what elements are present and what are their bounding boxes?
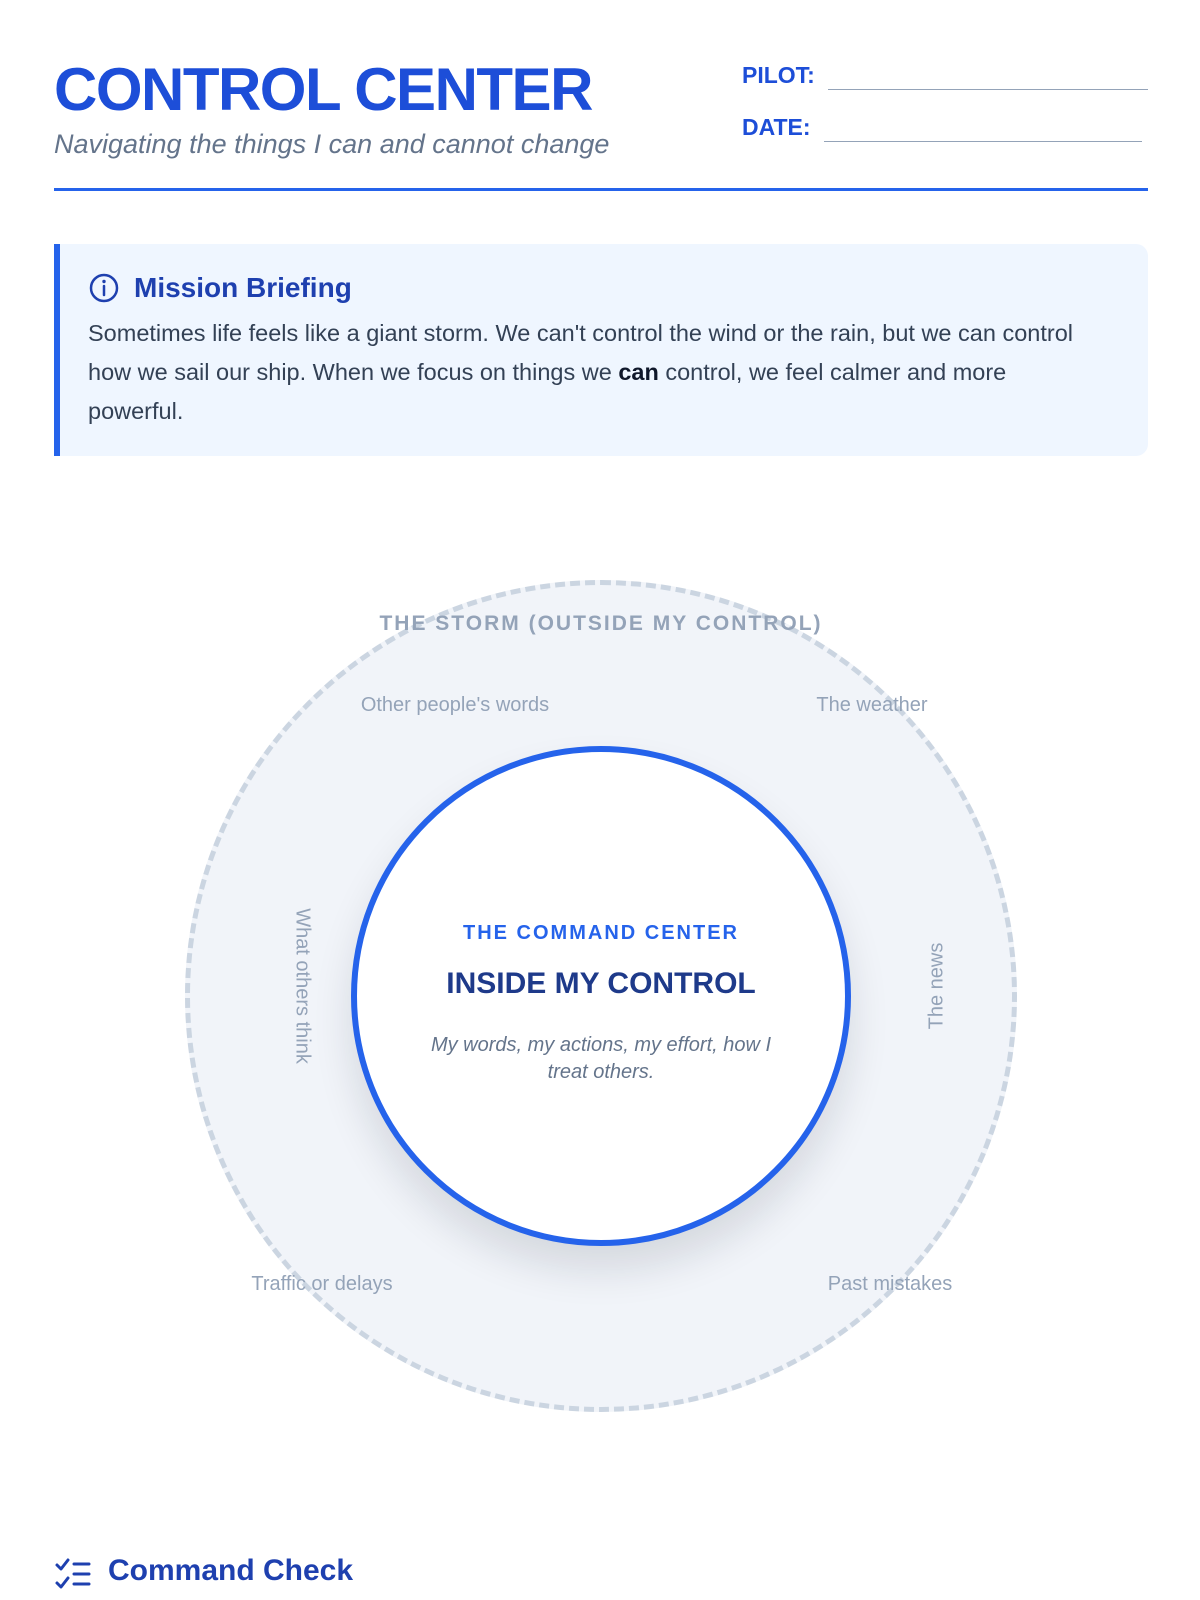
- command-check-title: Command Check: [108, 1554, 354, 1587]
- page-subtitle: Navigating the things I can and cannot c…: [54, 129, 610, 159]
- checklist-icon: [54, 1556, 92, 1592]
- storm-item-past-mistakes: Past mistakes: [827, 1273, 953, 1295]
- control-circle-diagram: THE STORM (OUTSIDE MY CONTROL) Other peo…: [185, 580, 1017, 1412]
- command-center-kicker: THE COMMAND CENTER: [463, 922, 739, 944]
- storm-item-other-peoples-words: Other people's words: [360, 694, 550, 716]
- info-icon: [88, 272, 120, 304]
- storm-title: THE STORM (OUTSIDE MY CONTROL): [379, 612, 823, 635]
- mission-briefing-box: Mission Briefing Sometimes life feels li…: [54, 244, 1148, 456]
- briefing-text-emphasis: can: [618, 359, 659, 385]
- pilot-label: PILOT:: [742, 62, 815, 88]
- date-label: DATE:: [742, 114, 811, 140]
- pilot-input-line[interactable]: [828, 89, 1148, 90]
- command-center-inner-circle: THE COMMAND CENTER INSIDE MY CONTROL My …: [351, 746, 851, 1246]
- date-field[interactable]: DATE:: [742, 106, 1148, 146]
- storm-item-traffic: Traffic or delays: [251, 1273, 393, 1295]
- briefing-title: Mission Briefing: [134, 272, 352, 303]
- command-check-section-header: Command Check: [54, 1554, 554, 1594]
- briefing-text-start: Sometimes life feels like a giant storm.…: [88, 320, 1073, 385]
- storm-item-weather: The weather: [816, 694, 928, 716]
- command-center-description: My words, my actions, my effort, how I t…: [430, 1034, 772, 1083]
- worksheet-header: CONTROL CENTER Navigating the things I c…: [54, 48, 1148, 191]
- briefing-text: Sometimes life feels like a giant storm.…: [88, 314, 1108, 431]
- page-title: CONTROL CENTER: [54, 56, 593, 123]
- storm-item-news: The news: [925, 942, 948, 1030]
- date-input-line[interactable]: [824, 141, 1142, 142]
- pilot-field[interactable]: PILOT:: [742, 54, 1148, 94]
- storm-item-what-others-think: What others think: [291, 908, 314, 1064]
- command-center-title: INSIDE MY CONTROL: [446, 967, 756, 1000]
- briefing-text-end: control, we feel calmer and more powerfu…: [88, 359, 1007, 424]
